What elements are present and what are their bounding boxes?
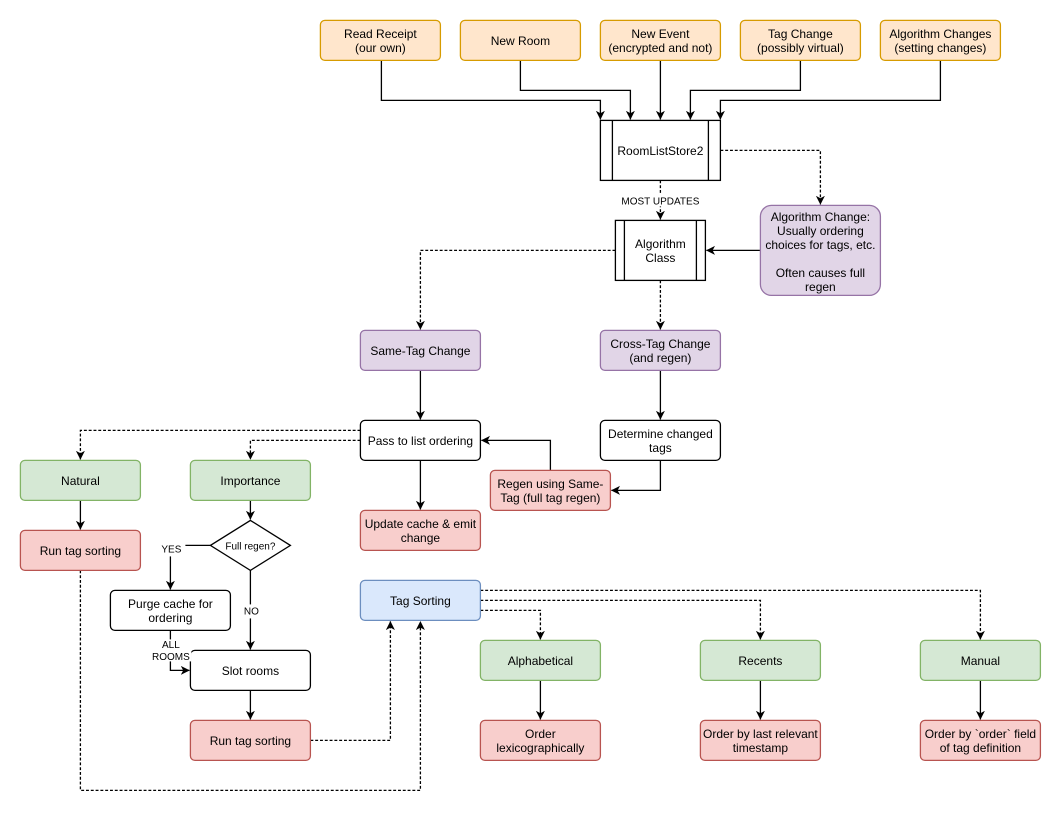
- svg-text:Tag (full tag regen): Tag (full tag regen): [500, 491, 600, 505]
- svg-text:Run tag sorting: Run tag sorting: [210, 734, 291, 748]
- svg-text:Cross-Tag Change: Cross-Tag Change: [610, 337, 710, 351]
- svg-text:Algorithm: Algorithm: [635, 237, 686, 251]
- svg-text:Natural: Natural: [61, 474, 100, 488]
- svg-text:choices for tags, etc.: choices for tags, etc.: [765, 238, 875, 252]
- svg-text:Importance: Importance: [220, 474, 280, 488]
- svg-text:(and regen): (and regen): [629, 351, 691, 365]
- svg-text:Update cache & emit: Update cache & emit: [365, 517, 477, 531]
- svg-text:Order by last relevant: Order by last relevant: [703, 727, 818, 741]
- svg-text:ROOMS: ROOMS: [152, 652, 190, 663]
- svg-text:Recents: Recents: [738, 654, 782, 668]
- svg-text:(our own): (our own): [355, 41, 406, 55]
- svg-text:Determine changed: Determine changed: [608, 427, 713, 441]
- svg-text:Tag Sorting: Tag Sorting: [390, 594, 451, 608]
- svg-text:ordering: ordering: [148, 611, 192, 625]
- svg-text:Class: Class: [645, 251, 675, 265]
- svg-text:Often causes full: Often causes full: [776, 266, 865, 280]
- svg-text:Alphabetical: Alphabetical: [508, 654, 573, 668]
- svg-text:Full regen?: Full regen?: [225, 541, 275, 552]
- svg-text:Order: Order: [525, 727, 556, 741]
- svg-text:Regen using Same-: Regen using Same-: [497, 477, 603, 491]
- svg-text:Algorithm Changes: Algorithm Changes: [889, 27, 991, 41]
- svg-text:timestamp: timestamp: [733, 741, 789, 755]
- svg-text:New Room: New Room: [491, 34, 550, 48]
- svg-text:Same-Tag Change: Same-Tag Change: [370, 344, 470, 358]
- svg-text:of tag definition: of tag definition: [940, 741, 1021, 755]
- svg-text:RoomListStore2: RoomListStore2: [617, 144, 703, 158]
- svg-text:(encrypted and not): (encrypted and not): [608, 41, 712, 55]
- svg-text:lexicographically: lexicographically: [496, 741, 584, 755]
- svg-text:Slot rooms: Slot rooms: [222, 664, 279, 678]
- svg-text:regen: regen: [805, 280, 836, 294]
- svg-text:Algorithm Change:: Algorithm Change:: [771, 210, 870, 224]
- svg-text:(possibly virtual): (possibly virtual): [757, 41, 844, 55]
- svg-text:change: change: [401, 531, 441, 545]
- svg-text:Purge cache for: Purge cache for: [128, 597, 213, 611]
- svg-text:Run tag sorting: Run tag sorting: [40, 544, 121, 558]
- svg-text:Usually ordering: Usually ordering: [777, 224, 864, 238]
- svg-text:Read Receipt: Read Receipt: [344, 27, 417, 41]
- svg-text:New Event: New Event: [631, 27, 690, 41]
- svg-text:(setting changes): (setting changes): [894, 41, 986, 55]
- svg-text:tags: tags: [649, 441, 672, 455]
- svg-text:Tag Change: Tag Change: [768, 27, 833, 41]
- svg-text:ALL: ALL: [162, 640, 180, 651]
- svg-text:MOST UPDATES: MOST UPDATES: [621, 196, 699, 207]
- svg-text:Manual: Manual: [961, 654, 1000, 668]
- svg-text:Pass to list ordering: Pass to list ordering: [368, 434, 473, 448]
- svg-text:YES: YES: [161, 545, 181, 556]
- svg-text:NO: NO: [244, 606, 259, 617]
- svg-text:Order by `order` field: Order by `order` field: [925, 727, 1036, 741]
